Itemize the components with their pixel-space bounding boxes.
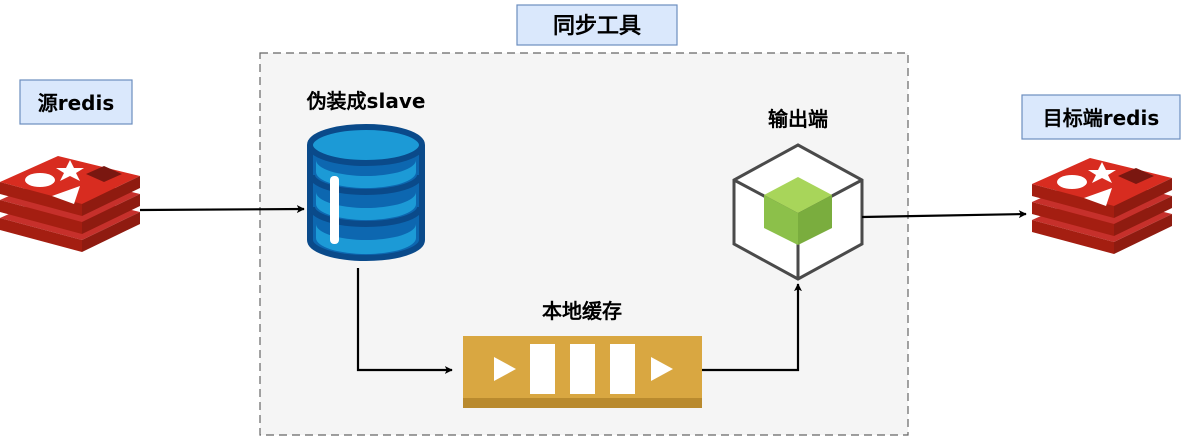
source-redis-logo-icon (0, 156, 140, 252)
cache-to-output-arrow (702, 283, 802, 372)
database-icon (307, 124, 425, 261)
source-redis-label-box: 源redis (19, 79, 133, 125)
target-redis-logo-icon (1032, 158, 1172, 254)
source-redis-label: 源redis (38, 91, 115, 115)
slave-label: 伪装成slave (306, 89, 426, 113)
cache-label: 本地缓存 (542, 299, 622, 323)
output-to-target-arrow (861, 210, 1027, 219)
sync-tool-title-box: 同步工具 (516, 4, 678, 46)
target-redis-label-box: 目标端redis (1021, 94, 1181, 140)
target-redis-label: 目标端redis (1043, 106, 1160, 130)
output-label: 输出端 (768, 107, 828, 131)
sync-tool-title: 同步工具 (553, 13, 641, 39)
source-to-slave-arrow (139, 205, 305, 214)
cube-node-icon (732, 143, 864, 281)
slave-to-cache-arrow (356, 268, 453, 374)
queue-icon (463, 336, 702, 408)
